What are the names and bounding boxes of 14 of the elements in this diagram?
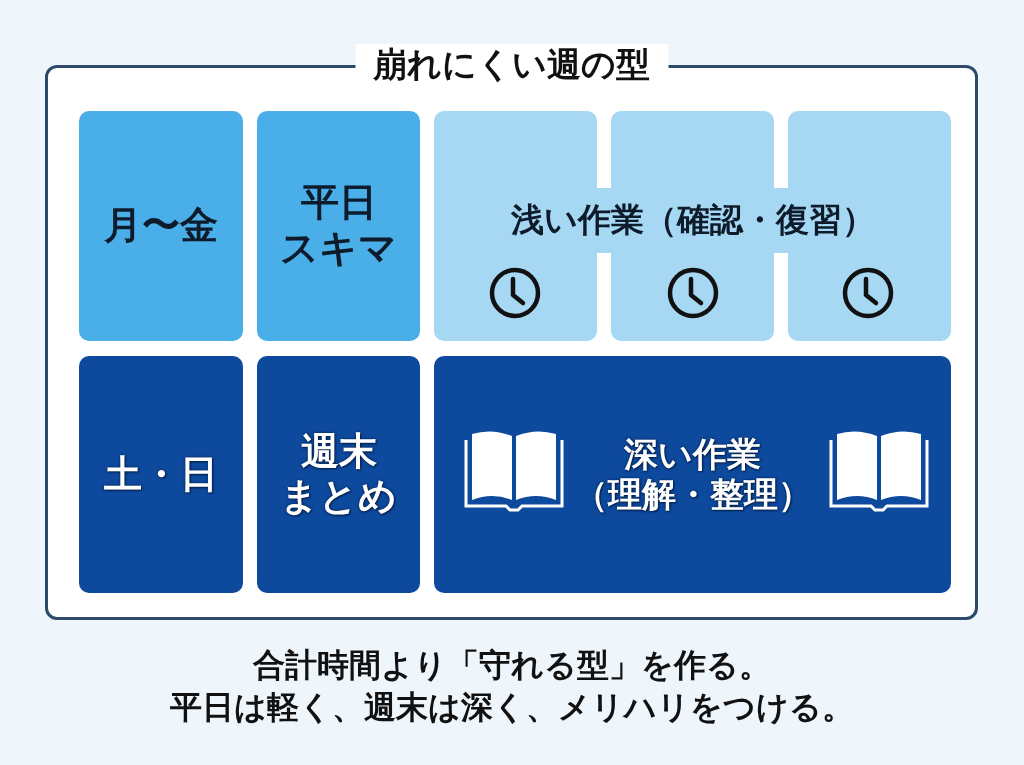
gap-time-card <box>257 111 420 341</box>
caption-text: 合計時間より「守れる型」を作る。平日は軽く、週末は深く、メリハリをつける。 <box>169 645 855 728</box>
card-label: 平日スキマ <box>280 180 397 272</box>
frame-title: 崩れにくい週の型 <box>355 44 668 85</box>
deep-work-card <box>434 356 951 593</box>
weekend-card <box>79 356 243 593</box>
shallow-work-panel <box>434 111 951 341</box>
weekend-review-card <box>257 356 420 593</box>
weekday-card <box>79 111 243 341</box>
card-label: 土・日 <box>104 451 218 498</box>
card-label: 週末まとめ <box>280 428 397 521</box>
card-label: 月〜金 <box>104 203 218 249</box>
card-label: 深い作業（理解・整理） <box>573 433 812 516</box>
card-label: 浅い作業（確認・復習） <box>510 200 875 240</box>
